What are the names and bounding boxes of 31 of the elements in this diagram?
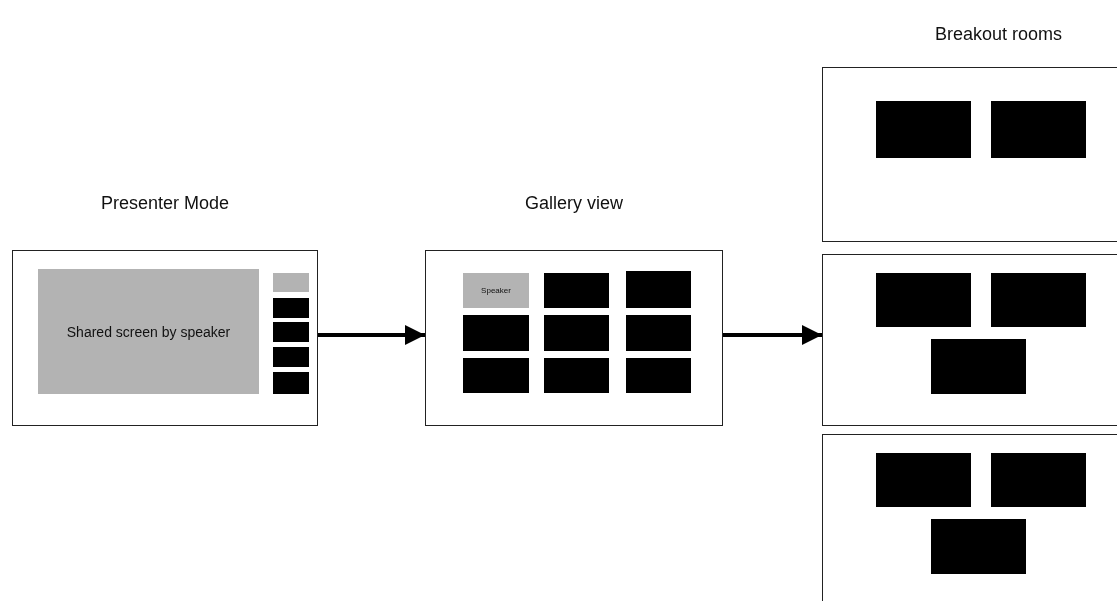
video-tile — [273, 273, 309, 292]
arrow — [318, 325, 425, 345]
video-tile — [626, 358, 691, 393]
video-tile — [626, 315, 691, 351]
video-tile — [876, 453, 971, 507]
video-tile — [463, 315, 529, 351]
video-tile — [273, 347, 309, 367]
video-tile — [991, 453, 1086, 507]
view-heading: Presenter Mode — [100, 193, 230, 214]
screen-frame — [822, 254, 1117, 426]
video-tile — [626, 271, 691, 308]
video-tile — [931, 519, 1026, 574]
video-tile — [876, 101, 971, 158]
video-tile — [273, 322, 309, 342]
video-tile — [544, 273, 609, 308]
shared-screen-panel: Shared screen by speaker — [38, 269, 259, 394]
group-heading: Breakout rooms — [935, 24, 1063, 45]
video-tile — [463, 358, 529, 393]
video-tile — [991, 101, 1086, 158]
video-tile — [991, 273, 1086, 327]
video-tile — [544, 358, 609, 393]
screen-frame — [822, 67, 1117, 242]
screen-frame — [822, 434, 1117, 601]
video-tile — [931, 339, 1026, 394]
video-tile — [273, 372, 309, 394]
speaker-tile: Speaker — [463, 273, 529, 308]
video-tile — [876, 273, 971, 327]
video-tile — [273, 298, 309, 318]
view-heading: Gallery view — [525, 193, 623, 214]
arrow — [723, 325, 822, 345]
video-tile — [544, 315, 609, 351]
